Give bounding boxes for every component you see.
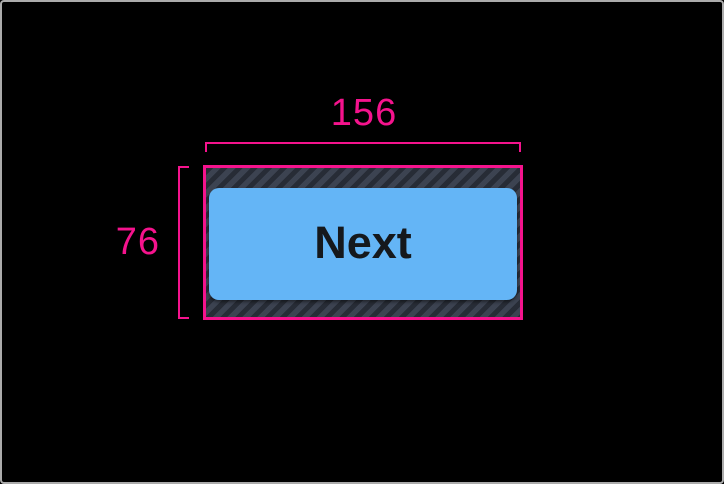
height-measurement-bracket	[178, 166, 189, 319]
height-dimension-label: 76	[115, 221, 160, 263]
width-dimension-label: 156	[330, 92, 398, 134]
width-measurement-bracket	[205, 142, 521, 152]
widget-highlight-box: Next	[203, 165, 523, 320]
next-button-label: Next	[314, 217, 412, 268]
next-button[interactable]: Next	[209, 188, 517, 300]
